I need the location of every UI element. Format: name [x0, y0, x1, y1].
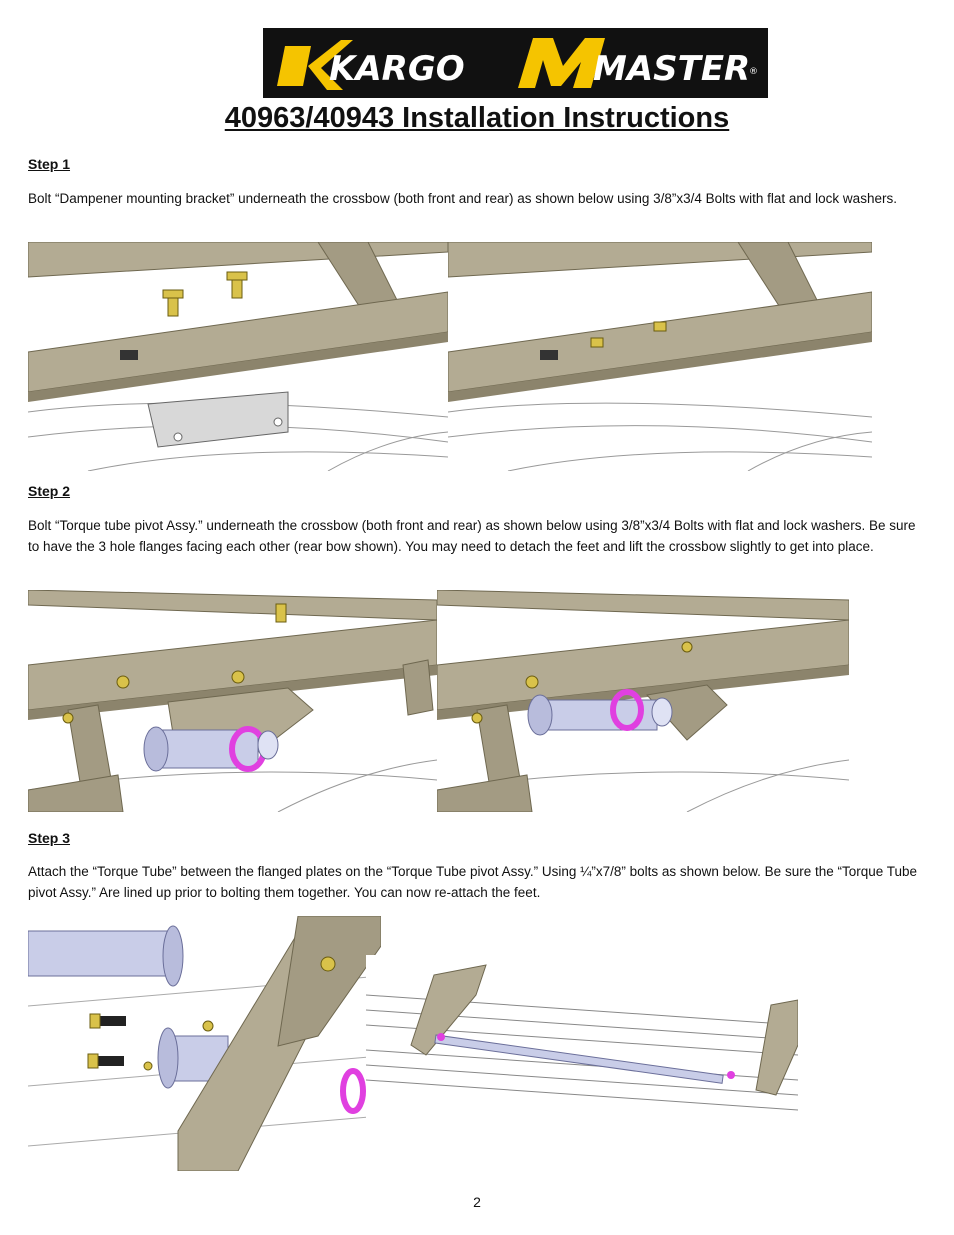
step-2-figure-after: [437, 590, 849, 812]
step-3-figure-exploded: [28, 916, 381, 1171]
registered-mark: ®: [749, 67, 758, 77]
page-title: 40963/40943 Installation Instructions: [224, 102, 730, 134]
step-1-figure-before: [28, 242, 448, 471]
step-3-figure-overview: [366, 955, 798, 1171]
page-number: 2: [473, 1194, 481, 1210]
step-3-text: Attach the “Torque Tube” between the fla…: [28, 864, 918, 900]
step-3-heading: Step 3: [28, 830, 71, 846]
kargo-master-logo: KARGO MASTER ®: [263, 28, 768, 98]
logo-text-left: KARGO: [329, 49, 465, 89]
step-2-heading: Step 2: [28, 483, 71, 499]
logo-text-right: MASTER: [593, 49, 750, 89]
step-1-text: Bolt “Dampener mounting bracket” underne…: [28, 191, 897, 206]
step-2-text: Bolt “Torque tube pivot Assy.” underneat…: [28, 518, 916, 554]
step-2-figure-before: [28, 590, 437, 812]
step-1-heading: Step 1: [28, 156, 71, 172]
step-1-figure-after: [448, 242, 872, 471]
